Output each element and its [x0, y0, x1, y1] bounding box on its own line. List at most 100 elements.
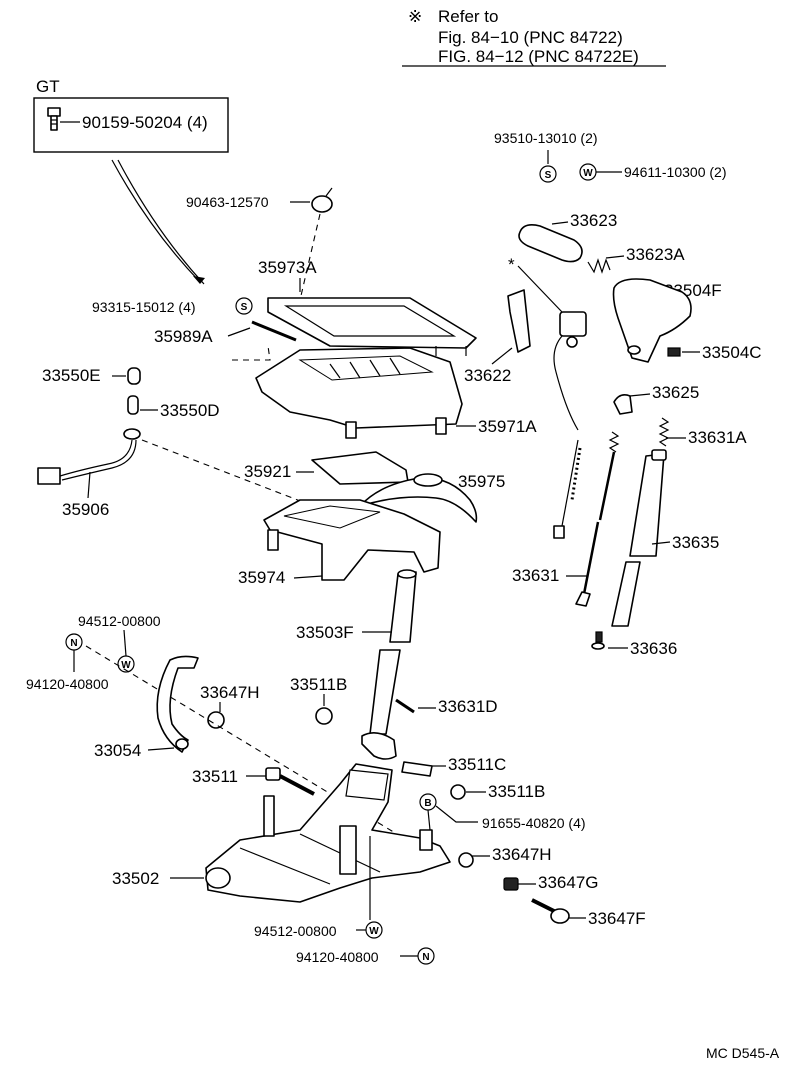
- label-35975: 35975: [458, 472, 505, 491]
- svg-text:W: W: [121, 660, 131, 671]
- label-94611: 94611-10300 (2): [624, 164, 726, 180]
- label-33502: 33502: [112, 869, 159, 888]
- shift-lever-tube: [389, 569, 417, 643]
- label-33623a: 33623A: [626, 245, 685, 264]
- console-upper: [255, 347, 463, 439]
- bulb: [127, 395, 139, 415]
- knob-button: [518, 224, 583, 263]
- label-33511c: 33511C: [448, 755, 506, 774]
- spring-icon: [587, 258, 611, 274]
- label-35974: 35974: [238, 568, 285, 587]
- collar-a: [207, 711, 225, 729]
- gt-arrow: [111, 159, 201, 283]
- label-33622: 33622: [464, 366, 511, 385]
- shift-lever-lower: [361, 649, 401, 760]
- label-33631a: 33631A: [688, 428, 747, 447]
- small-pin: [591, 631, 605, 650]
- label-35921: 35921: [244, 462, 291, 481]
- asterisk-marker: *: [508, 255, 515, 274]
- label-33636: 33636: [630, 639, 677, 658]
- bushing-a: [315, 707, 333, 725]
- position-plate: [311, 451, 409, 485]
- note-line-3: FIG. 84−12 (PNC 84722E): [438, 47, 639, 66]
- label-90463: 90463-12570: [186, 194, 269, 210]
- label-33511: 33511: [192, 767, 238, 786]
- detent-pin: [395, 698, 415, 714]
- knob-screw: [667, 347, 681, 357]
- label-94512-b: 94512-00800: [254, 923, 337, 939]
- nut-icon: [503, 877, 519, 891]
- rod-spring: [608, 431, 620, 453]
- label-35906: 35906: [62, 500, 109, 519]
- pivot-pin: [401, 761, 433, 777]
- diagram-code: MC D545-A: [706, 1045, 780, 1061]
- symbol-w-left: W: [117, 655, 135, 673]
- gt-frame: [33, 97, 229, 153]
- note-symbol: ※: [408, 7, 422, 26]
- label-33635: 33635: [672, 533, 719, 552]
- label-94120-a: 94120-40800: [26, 676, 109, 692]
- label-94120-b: 94120-40800: [296, 949, 379, 965]
- release-spring: [658, 417, 670, 447]
- overdrive-switch: [553, 311, 587, 539]
- label-93510: 93510-13010 (2): [494, 130, 598, 146]
- label-91655: 91655-40820 (4): [482, 815, 586, 831]
- release-sleeve: [629, 449, 667, 557]
- shift-boot: [359, 473, 478, 523]
- bezel-frame: [267, 297, 477, 356]
- label-35989a: 35989A: [154, 327, 213, 346]
- label-94512-a: 94512-00800: [78, 613, 161, 629]
- bushing-b: [450, 784, 466, 800]
- svg-text:W: W: [369, 926, 379, 937]
- sleeve-lower: [611, 561, 641, 627]
- release-rod: [575, 521, 600, 607]
- clip-icon: [311, 187, 333, 213]
- label-35973a: 35973A: [258, 258, 317, 277]
- shift-base: [205, 763, 451, 903]
- svg-text:B: B: [424, 798, 431, 809]
- label-33503f: 33503F: [296, 623, 354, 642]
- label-33550e: 33550E: [42, 366, 101, 385]
- label-33054: 33054: [94, 741, 141, 760]
- wiring-harness: [37, 428, 141, 485]
- pivot-bolt: [265, 767, 315, 796]
- label-93315: 93315-15012 (4): [92, 299, 196, 315]
- label-33647g: 33647G: [538, 873, 599, 892]
- lock-pin: [613, 394, 633, 415]
- gt-title: GT: [36, 77, 60, 96]
- shift-knob: [612, 278, 692, 363]
- label-33511b-a: 33511B: [290, 675, 347, 694]
- symbol-w-bottom: W: [365, 921, 383, 939]
- label-33631: 33631: [512, 566, 559, 585]
- bolt-icon: [47, 107, 61, 131]
- symbol-n-left: N: [65, 633, 83, 651]
- label-33623: 33623: [570, 211, 617, 230]
- label-33625: 33625: [652, 383, 699, 402]
- svg-text:N: N: [422, 952, 429, 963]
- label-33647h-a: 33647H: [200, 683, 260, 702]
- label-33631d: 33631D: [438, 697, 498, 716]
- note-line-2: Fig. 84−10 (PNC 84722): [438, 28, 623, 47]
- label-33511b-b: 33511B: [488, 782, 545, 801]
- collar-b: [458, 852, 474, 868]
- console-lower: [263, 499, 441, 581]
- gt-part-number: 90159-50204 (4): [82, 113, 208, 132]
- svg-text:N: N: [70, 638, 77, 649]
- label-33647f: 33647F: [588, 909, 646, 928]
- bulb-cap: [127, 367, 141, 385]
- side-bracket: [156, 655, 199, 753]
- shaft-bolt: [531, 898, 570, 924]
- label-33647h-b: 33647H: [492, 845, 552, 864]
- gt-box: GT 90159-50204 (4): [33, 77, 229, 285]
- label-33550d: 33550D: [160, 401, 220, 420]
- label-33504c: 33504C: [702, 343, 762, 362]
- label-35971a: 35971A: [478, 417, 537, 436]
- svg-text:W: W: [583, 168, 593, 179]
- symbol-s-mid: S: [235, 297, 253, 315]
- svg-text:S: S: [545, 170, 552, 181]
- reference-note: ※ Refer to Fig. 84−10 (PNC 84722) FIG. 8…: [402, 7, 666, 67]
- note-line-1: Refer to: [438, 7, 498, 26]
- symbol-s-top: S: [539, 165, 557, 183]
- switch-bracket: [507, 289, 531, 353]
